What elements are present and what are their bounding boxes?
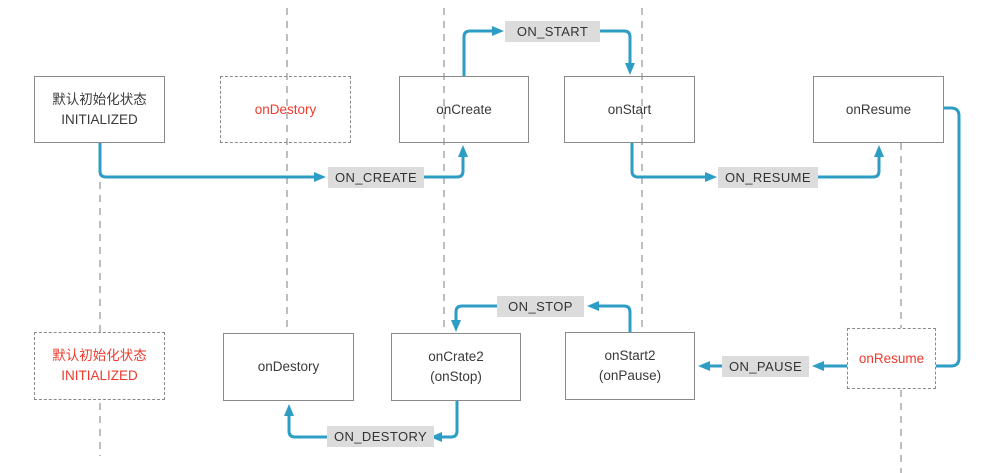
node-initialized-bottom: 默认初始化状态 INITIALIZED	[34, 332, 165, 400]
node-label: onDestory	[254, 101, 317, 117]
node-label: onResume	[858, 350, 925, 366]
node-oncreate: onCreate	[399, 76, 529, 143]
arrow-on-resume-out	[817, 145, 884, 179]
node-label: INITIALIZED	[61, 111, 138, 127]
arrow-on-start-in	[462, 26, 504, 76]
arrow-on-create-out	[421, 145, 468, 179]
edge-label-on-destory: ON_DESTORY	[327, 426, 435, 447]
arrow-on-stop-out	[451, 304, 497, 332]
node-label: onStart2	[604, 348, 656, 363]
node-oncrate2: onCrate2 (onStop)	[391, 333, 521, 401]
node-onstart2: onStart2 (onPause)	[565, 332, 695, 400]
node-label: onResume	[845, 101, 912, 117]
edge-label-on-resume: ON_RESUME	[718, 167, 818, 188]
node-label: (onStop)	[430, 369, 482, 384]
arrow-on-pause-in	[812, 106, 961, 371]
node-initialized-top: 默认初始化状态 INITIALIZED	[34, 76, 165, 143]
node-onstart: onStart	[564, 76, 695, 143]
arrow-on-stop-in	[587, 301, 632, 332]
node-label: 默认初始化状态	[52, 91, 147, 107]
arrow-on-destory-out	[284, 404, 327, 439]
node-onresume-bottom: onResume	[847, 328, 936, 389]
arrow-on-destory-in	[430, 401, 459, 442]
edge-label-on-create: ON_CREATE	[328, 167, 425, 188]
node-label: (onPause)	[598, 368, 662, 383]
node-ondestory-top: onDestory	[220, 76, 351, 143]
arrow-on-resume-in	[630, 143, 717, 182]
edge-label-on-pause: ON_PAUSE	[722, 356, 810, 377]
node-label: onCreate	[436, 101, 492, 117]
node-label: onStart	[607, 101, 652, 117]
edge-label-on-stop: ON_STOP	[497, 296, 584, 317]
node-label: INITIALIZED	[61, 368, 138, 383]
node-label: onCrate2	[428, 349, 484, 364]
edge-label-on-start: ON_START	[505, 21, 600, 42]
node-ondestory-bottom: onDestory	[223, 333, 354, 401]
node-label: onDestory	[257, 359, 320, 374]
arrow-on-create-in	[98, 143, 326, 182]
arrow-on-start-out	[600, 29, 635, 75]
node-onresume-top: onResume	[813, 76, 944, 143]
node-label: 默认初始化状态	[52, 348, 147, 363]
